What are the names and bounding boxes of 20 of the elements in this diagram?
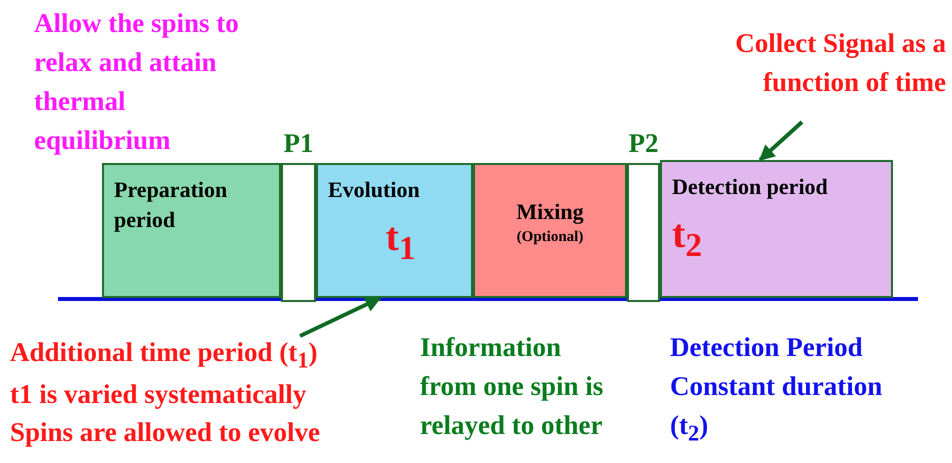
pulse-label: P1 bbox=[284, 128, 314, 159]
period-note: (Optional) bbox=[516, 228, 584, 246]
annotation-text: Additional time period (t$_{1}$) t1 is varied systematically Spins are allowed to evolve bbox=[10, 334, 320, 452]
period-box bbox=[473, 163, 627, 298]
period-heading: Detection period bbox=[672, 173, 829, 201]
period-box bbox=[316, 163, 473, 298]
period-heading: Evolution bbox=[328, 176, 421, 204]
annotation-text: Allow the spins to relax and attain thermal equilibrium bbox=[34, 7, 240, 158]
time-symbol: t$_{2}$ bbox=[672, 210, 703, 266]
pulse-label: P2 bbox=[628, 128, 658, 159]
arrow bbox=[299, 296, 382, 338]
annotation-text: Information from one spin is relayed to other bbox=[420, 331, 604, 442]
period-box bbox=[102, 163, 281, 298]
period-heading: Mixing bbox=[515, 198, 585, 226]
annotation-text: Collect Signal as a function of time bbox=[728, 24, 946, 102]
annotation-text: Detection Period Constant duration (t$_{2}$) bbox=[670, 331, 884, 448]
period-heading: Preparation period bbox=[114, 176, 228, 234]
period-box bbox=[660, 160, 893, 298]
arrow bbox=[758, 120, 804, 162]
time-symbol: t$_{1}$ bbox=[384, 212, 416, 269]
